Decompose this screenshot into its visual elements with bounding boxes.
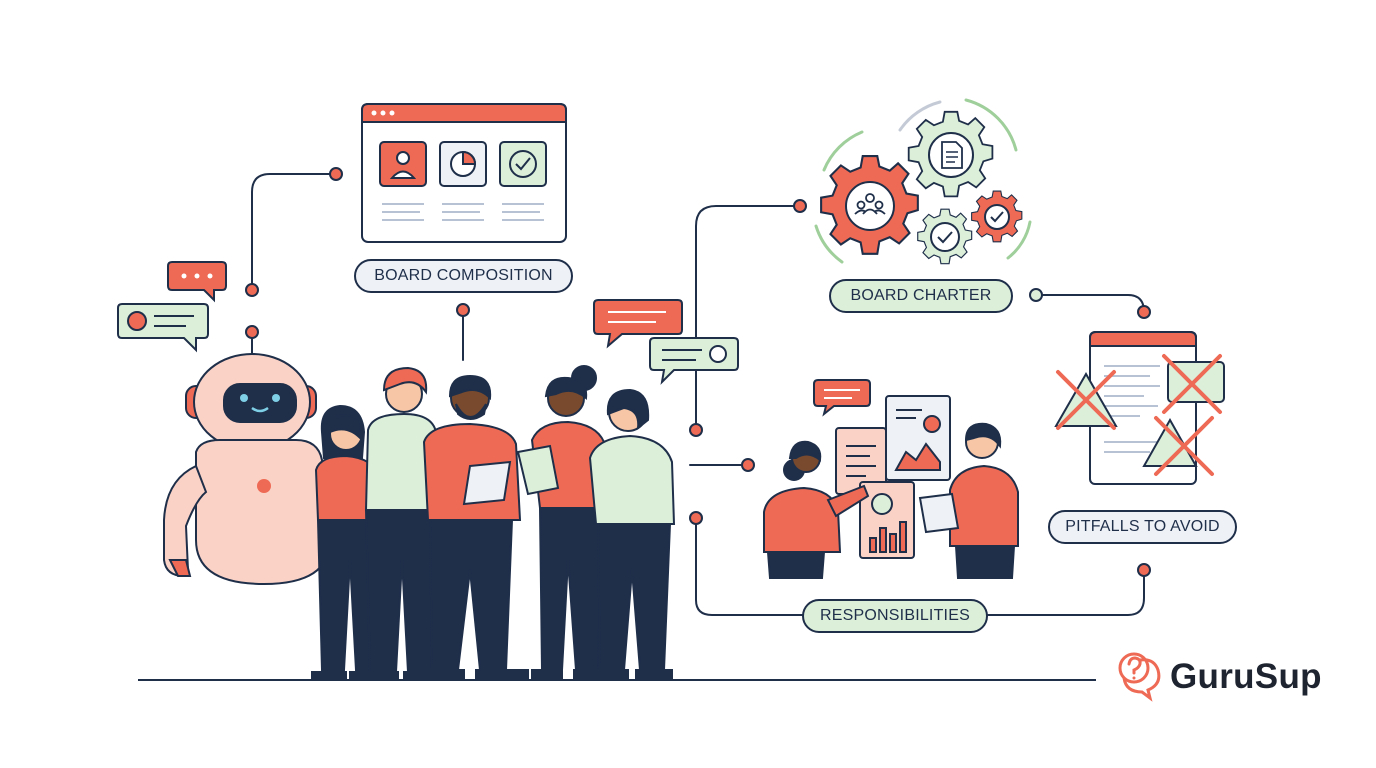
check-card-icon — [499, 141, 547, 187]
person-man-green — [359, 366, 442, 681]
connector-dots — [245, 167, 1151, 577]
responsibilities-scene — [763, 395, 1019, 579]
person-man-center — [422, 374, 529, 681]
tablet-icon — [462, 460, 512, 506]
board-composition-window — [361, 103, 567, 243]
gears-group — [814, 98, 1032, 265]
connector-dot — [1137, 305, 1151, 319]
avatar-icon — [709, 345, 727, 363]
connector-dot — [1029, 288, 1043, 302]
label-board-composition: BOARD COMPOSITION — [354, 259, 573, 293]
connector-dot — [245, 325, 259, 339]
chat-bubbles — [117, 261, 871, 417]
person-woman-right — [516, 365, 608, 681]
pie-chart-card-icon — [439, 141, 487, 187]
robot-body — [195, 439, 332, 586]
connector-responsibilities-to-pitfalls — [985, 571, 1145, 616]
connector-dot — [741, 458, 755, 472]
document-text-icon — [835, 427, 887, 495]
check-gear-small-icon — [971, 190, 1023, 243]
check-gear-icon — [917, 208, 973, 265]
document-gear-icon — [907, 110, 994, 198]
decorative-arcs — [814, 98, 1032, 264]
robot-arm — [163, 464, 208, 578]
connector-robot-to-composition — [251, 173, 337, 289]
connector-dot — [793, 199, 807, 213]
bar-chart-document-icon — [859, 481, 915, 559]
brand-logo: GuruSup — [1116, 652, 1322, 702]
cross-out-icon — [1056, 354, 1222, 476]
connector-dot — [1137, 563, 1151, 577]
connector-dot — [329, 167, 343, 181]
team-illustration — [311, 365, 676, 681]
chat-bubble-coral — [593, 299, 683, 349]
connector-dot — [689, 511, 703, 525]
person-woman-left — [311, 404, 426, 681]
line-chart-document-icon — [885, 395, 951, 481]
chat-bubble-user-right — [649, 337, 739, 385]
person-man-back — [588, 388, 676, 681]
clipboard-icon — [516, 444, 560, 496]
chat-bubble-user — [117, 303, 209, 353]
person-man-tablet — [918, 422, 1019, 579]
text-lines — [382, 203, 544, 221]
robot-illustration — [163, 338, 332, 586]
connector-dot — [689, 423, 703, 437]
label-responsibilities: RESPONSIBILITIES — [802, 599, 988, 633]
connector-to-responsibilities — [695, 517, 805, 616]
chat-bubble-typing — [167, 261, 227, 303]
question-chat-bubble-icon — [1118, 652, 1161, 702]
person-woman-presenting — [763, 440, 870, 579]
avatar-icon — [127, 311, 147, 331]
user-card-icon — [379, 141, 427, 187]
connector-charter-to-pitfalls — [1035, 294, 1145, 313]
pitfalls-document — [1054, 331, 1225, 485]
brand-name: GuruSup — [1170, 657, 1322, 696]
label-board-charter: BOARD CHARTER — [829, 279, 1013, 313]
connector-dot — [245, 283, 259, 297]
connector-dot — [456, 303, 470, 317]
tablet-icon — [918, 492, 960, 534]
label-pitfalls-to-avoid: PITFALLS TO AVOID — [1048, 510, 1237, 544]
large-gear-people-icon — [820, 155, 919, 255]
robot-visor — [223, 383, 297, 423]
connector-mid-trunk — [695, 205, 799, 431]
connector-lines — [251, 173, 1145, 616]
chat-bubble-small — [813, 379, 871, 417]
